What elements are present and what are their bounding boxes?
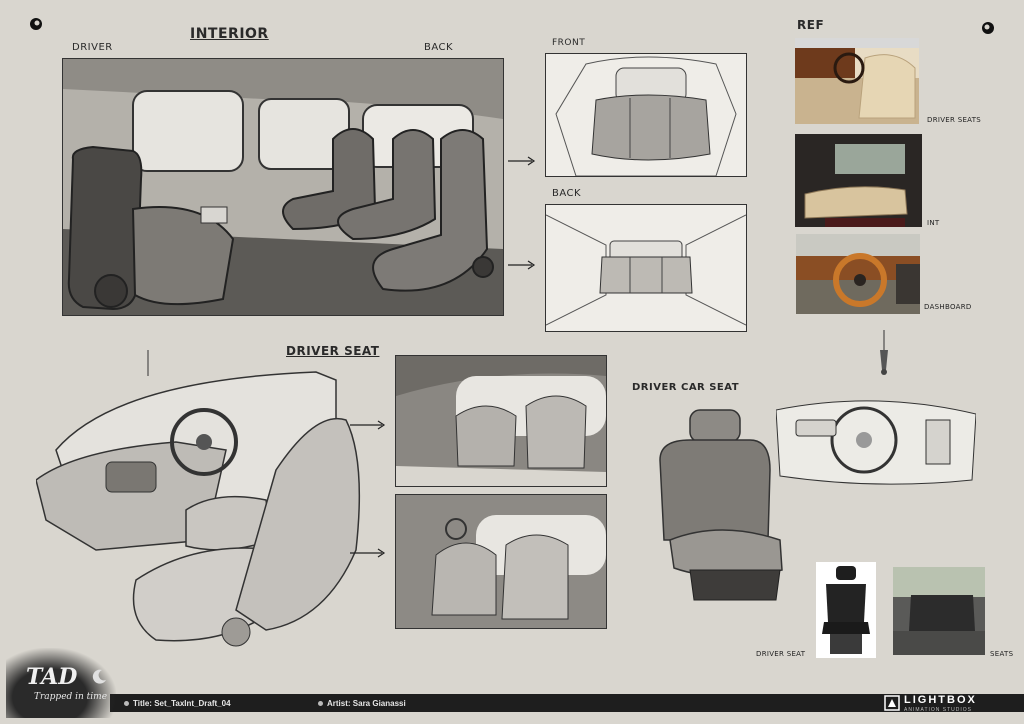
ref-label-seats: SEATS: [990, 650, 1014, 658]
corner-spiral-icon-left: [30, 18, 42, 30]
footer-artist-text: Artist: Sara Gianassi: [327, 699, 406, 708]
label-back: BACK: [552, 188, 582, 199]
arrow-right-icon: [508, 260, 536, 270]
ref-photo-driver-seats: [795, 38, 919, 124]
front-view-sketch: [545, 53, 747, 177]
footer-artist: Artist: Sara Gianassi: [318, 699, 406, 708]
heading-driver-seat: DRIVER SEAT: [286, 344, 380, 358]
interior-main-sketch: [62, 58, 504, 316]
ref-photo-driver-seat: [816, 562, 876, 658]
studio-name: LIGHTBOX: [904, 694, 977, 706]
ref-label-driver-seats: DRIVER SEATS: [927, 116, 982, 124]
footer-bar: [110, 694, 1024, 712]
heading-driver-car-seat: DRIVER CAR SEAT: [632, 382, 740, 393]
ref-photo-seats: [893, 567, 985, 655]
logo-subtitle: Trapped in time: [34, 692, 108, 702]
footer: TAD Trapped in time Title: Set_TaxInt_Dr…: [0, 648, 1024, 724]
driver-seat-sketch: [36, 350, 376, 660]
driver-seat-view-top: [395, 355, 607, 487]
logo-title: TAD: [26, 664, 78, 690]
arrow-right-icon: [350, 420, 386, 430]
back-view-sketch: [545, 204, 747, 332]
ref-photo-dashboard: [796, 234, 920, 314]
footer-title-text: Title: Set_TaxInt_Draft_04: [133, 699, 231, 708]
label-front: FRONT: [552, 38, 586, 48]
arrow-right-icon: [350, 548, 386, 558]
studio-subtitle: ANIMATION STUDIOS: [904, 707, 973, 713]
arrow-right-icon: [508, 156, 536, 166]
ref-label-dashboard: DASHBOARD: [924, 303, 972, 311]
driver-car-seat-sketch: [650, 400, 790, 615]
driver-seat-view-bottom: [395, 494, 607, 629]
ref-photo-int: [795, 134, 922, 227]
ref-label-driver-seat: DRIVER SEAT: [756, 650, 806, 658]
moon-icon: [92, 669, 106, 684]
corner-spiral-icon-right: [982, 22, 994, 34]
dashboard-sketch: [776, 380, 976, 520]
charm-icon: [880, 330, 888, 375]
lightbox-logo-icon: [884, 695, 900, 711]
heading-ref: REF: [797, 18, 825, 32]
label-driver: DRIVER: [72, 42, 113, 53]
label-back-top: BACK: [424, 42, 454, 53]
footer-title: Title: Set_TaxInt_Draft_04: [124, 699, 231, 708]
heading-interior: INTERIOR: [190, 26, 269, 42]
ref-label-int: INT: [927, 219, 940, 227]
